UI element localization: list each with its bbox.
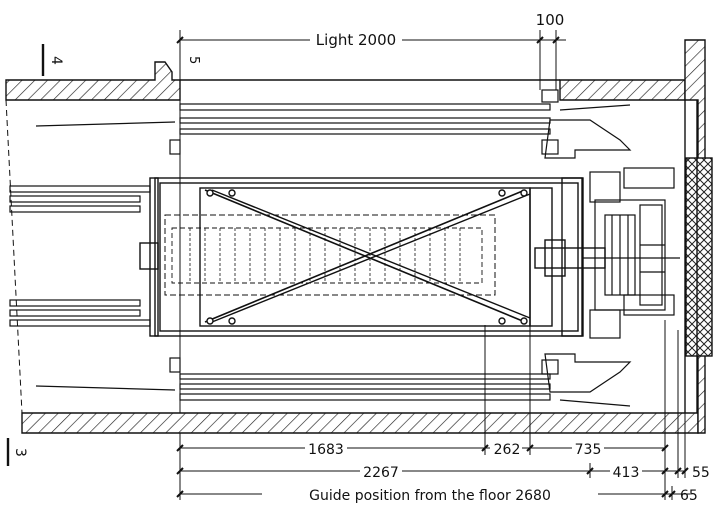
dimension-labels: Light 2000 100 1683 262 735 2267 413 55 … [262,11,710,504]
car-outline [154,177,584,337]
guide-rail-assembly [541,89,680,407]
top-wall [5,61,181,101]
guide-position-dimension: Guide position from the floor 2680 [309,488,551,504]
bottom-wall [21,412,699,434]
dim-413: 413 [613,465,640,481]
dim-2267: 2267 [363,465,399,481]
dim-65: 65 [680,488,698,504]
section-markers: 4 3 5 [12,56,201,457]
section-marker-4: 4 [48,56,64,65]
counterweight-block [685,157,713,357]
car-frame [139,177,606,337]
dim-262: 262 [494,442,521,458]
level-marker-5: 5 [186,56,201,64]
door-rails [9,103,551,401]
light-dimension: Light 2000 [316,31,396,49]
dim-1683: 1683 [308,442,344,458]
top-wall-right [559,79,686,101]
dim-735: 735 [575,442,602,458]
section-marker-3: 3 [12,448,28,457]
slot-dimension: 100 [536,11,565,29]
dim-55: 55 [692,465,710,481]
